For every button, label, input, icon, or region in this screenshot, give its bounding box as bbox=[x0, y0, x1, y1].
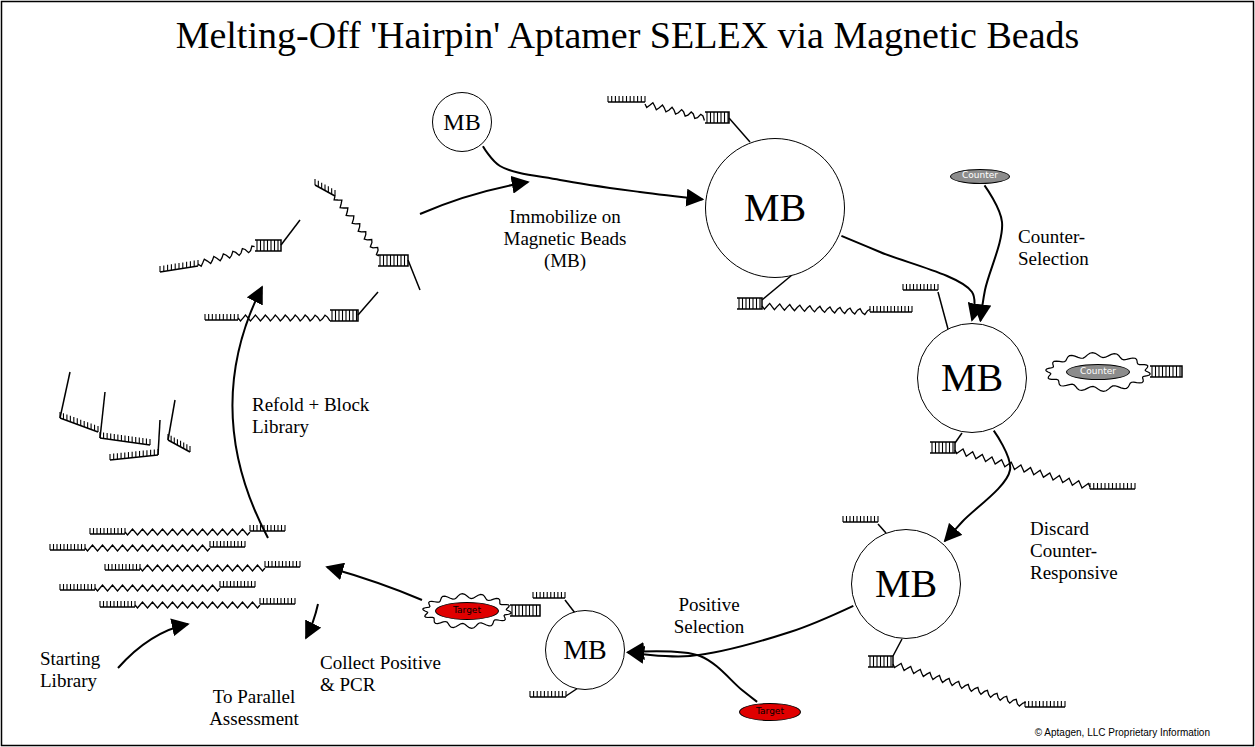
magnetic-bead: MB bbox=[705, 138, 845, 278]
node-text: MB bbox=[563, 635, 607, 666]
random-region bbox=[95, 585, 220, 591]
node-text: MB bbox=[941, 356, 1003, 400]
linker-line bbox=[158, 420, 160, 455]
primer-comb bbox=[265, 561, 300, 567]
random-region bbox=[762, 303, 870, 314]
primer-comb bbox=[315, 179, 335, 196]
target-molecule: Target bbox=[435, 602, 499, 620]
magnetic-bead: MB bbox=[432, 92, 492, 152]
primer-comb bbox=[1025, 701, 1065, 707]
primer-comb bbox=[903, 284, 938, 290]
primer-comb bbox=[210, 541, 245, 547]
step-label: Refold + Block Library bbox=[252, 394, 402, 438]
process-arrow bbox=[945, 431, 1010, 541]
magnetic-bead: MB bbox=[917, 323, 1027, 433]
step-label: Positive Selection bbox=[663, 594, 755, 638]
process-arrow bbox=[841, 236, 974, 320]
primer-comb bbox=[870, 306, 912, 312]
node-text: MB bbox=[875, 562, 937, 606]
primer-comb bbox=[608, 96, 645, 102]
linker-line bbox=[878, 524, 886, 533]
random-region bbox=[334, 196, 379, 256]
linker-line bbox=[955, 433, 962, 443]
node-text: MB bbox=[443, 109, 480, 135]
process-arrow bbox=[628, 651, 757, 702]
step-label: Immobilize on Magnetic Beads (MB) bbox=[500, 206, 630, 272]
hairpin-stem bbox=[378, 255, 408, 266]
random-region bbox=[893, 663, 1026, 706]
step-label: Counter-Selection bbox=[1018, 226, 1110, 270]
primer-comb bbox=[260, 598, 295, 604]
linker-line bbox=[762, 275, 792, 300]
primer-comb bbox=[220, 581, 255, 587]
step-label: Starting Library bbox=[40, 648, 122, 692]
cycle-arrow bbox=[306, 604, 318, 638]
linker-line bbox=[168, 400, 175, 440]
cycle-arrow bbox=[118, 624, 188, 668]
linker-line bbox=[281, 220, 300, 245]
hairpin-stem bbox=[255, 240, 281, 251]
random-region bbox=[125, 529, 250, 535]
folded-aptamer bbox=[1046, 353, 1150, 392]
random-region bbox=[198, 246, 255, 266]
linker-line bbox=[60, 372, 70, 418]
primer-comb bbox=[105, 564, 140, 570]
random-region bbox=[135, 602, 260, 608]
linker-line bbox=[358, 292, 378, 315]
hairpin-stem bbox=[510, 605, 540, 616]
linker-line bbox=[100, 392, 105, 438]
hairpin-stem bbox=[737, 298, 762, 309]
hairpin-stem bbox=[868, 656, 893, 667]
primer-comb bbox=[110, 449, 158, 460]
linker-line bbox=[408, 260, 420, 290]
random-region bbox=[238, 315, 330, 321]
random-region bbox=[645, 103, 704, 121]
step-label: Collect Positive & PCR bbox=[320, 652, 460, 696]
primer-comb bbox=[90, 528, 125, 534]
diagram-title: Melting-Off 'Hairpin' Aptamer SELEX via … bbox=[0, 14, 1255, 58]
primer-comb bbox=[843, 516, 878, 522]
primer-comb bbox=[205, 314, 238, 320]
process-arrow bbox=[483, 146, 703, 199]
cycle-arrow bbox=[327, 567, 422, 600]
primer-comb bbox=[533, 592, 565, 598]
node-text: Target bbox=[756, 707, 784, 717]
counter-molecule: Counter bbox=[950, 169, 1010, 184]
linker-line bbox=[893, 639, 902, 656]
random-region bbox=[140, 565, 265, 571]
target-molecule: Target bbox=[739, 703, 801, 721]
primer-comb bbox=[60, 412, 98, 432]
magnetic-bead: MB bbox=[851, 529, 961, 639]
node-text: Target bbox=[453, 606, 481, 616]
copyright-note: © Aptagen, LLC Proprietary Information bbox=[960, 727, 1210, 739]
hairpin-stem bbox=[930, 442, 955, 453]
primer-comb bbox=[100, 601, 135, 607]
primer-comb bbox=[50, 544, 85, 550]
random-region bbox=[955, 449, 1090, 488]
node-text: MB bbox=[744, 186, 806, 230]
linker-line bbox=[938, 292, 948, 329]
counter-molecule: Counter bbox=[1066, 364, 1130, 380]
step-label: Discard Counter-Responsive bbox=[1030, 518, 1142, 584]
primer-comb bbox=[168, 434, 190, 452]
primer-comb bbox=[100, 432, 150, 445]
primer-comb bbox=[530, 691, 566, 697]
primer-comb bbox=[250, 525, 285, 531]
random-region bbox=[85, 545, 210, 551]
node-text: Counter bbox=[1080, 367, 1116, 377]
folded-aptamer bbox=[423, 594, 511, 629]
primer-comb bbox=[160, 260, 198, 272]
hairpin-stem bbox=[330, 310, 358, 321]
linker-line bbox=[729, 118, 750, 142]
hairpin-stem bbox=[705, 112, 729, 123]
step-label: To Parallel Assessment bbox=[198, 686, 310, 730]
primer-comb bbox=[60, 584, 95, 590]
primer-comb bbox=[1090, 483, 1135, 489]
magnetic-bead: MB bbox=[545, 610, 625, 690]
node-text: Counter bbox=[962, 171, 998, 181]
process-arrow bbox=[980, 185, 1002, 320]
hairpin-stem bbox=[1150, 366, 1182, 377]
